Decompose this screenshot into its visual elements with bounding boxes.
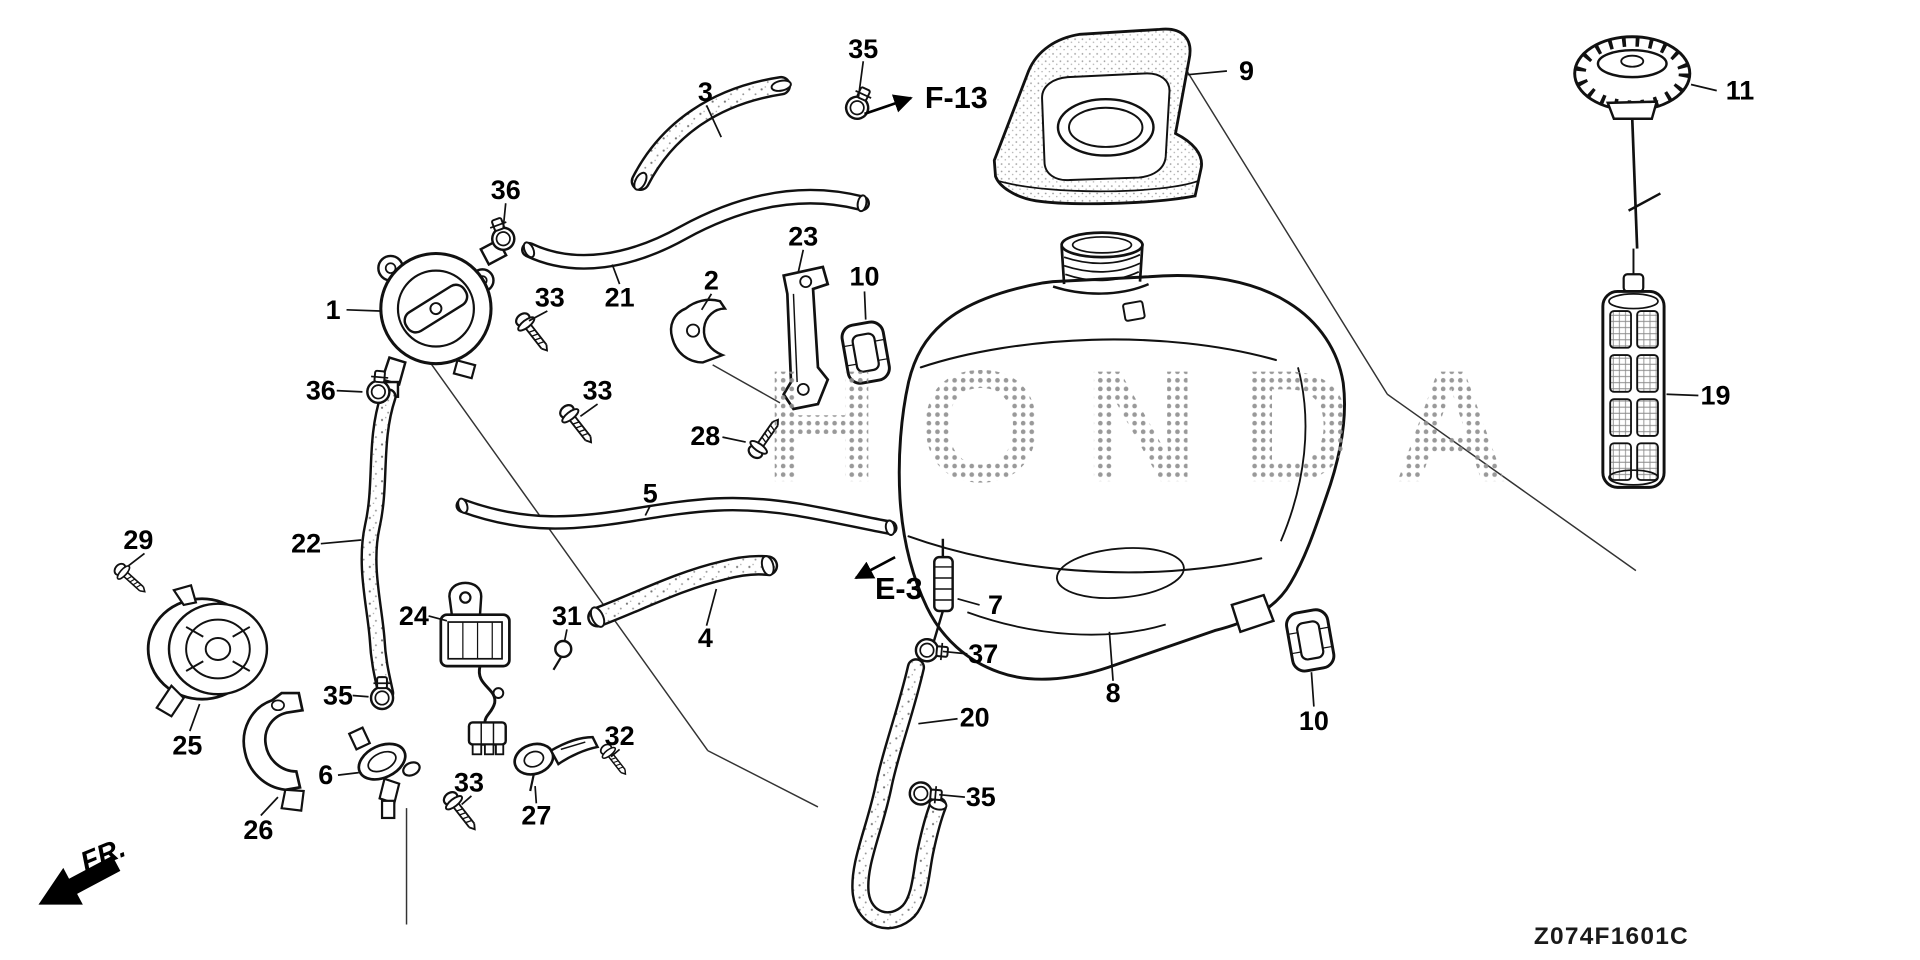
tube-clamp-37 — [913, 637, 950, 665]
watermark: HONDA — [764, 337, 1508, 515]
part-callout-33: 33 — [454, 767, 484, 797]
part-callout-4: 4 — [698, 623, 713, 653]
part-callout-10: 10 — [1299, 706, 1329, 736]
hose-4 — [587, 554, 779, 628]
hose-3 — [630, 75, 792, 192]
part-callout-35: 35 — [966, 782, 996, 812]
part-callout-31: 31 — [552, 601, 582, 631]
part-callout-33: 33 — [583, 376, 613, 406]
part-callout-35: 35 — [323, 681, 353, 711]
part-callout-36: 36 — [491, 175, 521, 205]
diagram-code: Z074F1601C — [1534, 923, 1689, 950]
screw-29 — [110, 559, 152, 599]
hose-22 — [360, 388, 397, 702]
fuel-joint-6 — [347, 726, 421, 820]
fuel-cap — [1573, 35, 1692, 249]
sensor-24 — [439, 581, 511, 756]
fr-direction-arrow: FR. — [38, 832, 130, 905]
tube-clip-2 — [669, 298, 728, 364]
part-callout-7: 7 — [988, 590, 1003, 620]
f13-arrow — [864, 94, 913, 116]
bracket-23 — [782, 265, 830, 411]
part-callout-5: 5 — [643, 478, 658, 508]
view-ref-E-3: E-3 — [875, 572, 923, 606]
tank-filler-neck — [1052, 231, 1150, 322]
tank-top-cover — [992, 27, 1203, 206]
part-callout-25: 25 — [172, 731, 202, 761]
part-callout-21: 21 — [605, 283, 635, 313]
cover-25 — [146, 583, 269, 718]
part-callout-33: 33 — [535, 283, 565, 313]
part-callout-35: 35 — [848, 34, 878, 64]
view-ref-F-13: F-13 — [925, 81, 988, 115]
hose-5 — [455, 496, 898, 537]
lever-27 — [513, 735, 600, 792]
hose-21 — [521, 188, 870, 270]
part-callout-22: 22 — [291, 529, 321, 559]
screw-33-a — [510, 308, 556, 358]
fuel-filter-screen — [1601, 248, 1666, 489]
part-callout-8: 8 — [1106, 678, 1121, 708]
part-callout-3: 3 — [698, 77, 713, 107]
e3-arrow — [854, 555, 896, 580]
part-callout-20: 20 — [960, 703, 990, 733]
part-callout-23: 23 — [788, 221, 818, 251]
part-callout-29: 29 — [123, 525, 153, 555]
outlet-tube — [931, 538, 954, 645]
part-callout-26: 26 — [243, 815, 273, 845]
part-callout-19: 19 — [1701, 381, 1731, 411]
part-callout-11: 11 — [1726, 76, 1754, 106]
part-callout-28: 28 — [690, 421, 720, 451]
callout-leader-lines — [128, 61, 1717, 817]
fr-label: FR. — [76, 832, 130, 878]
grommet-10-right — [1283, 606, 1338, 675]
fuel-valve-assembly — [377, 238, 508, 398]
fuel-tank — [897, 231, 1347, 681]
construction-lines — [405, 36, 1637, 925]
part-callout-6: 6 — [318, 760, 333, 790]
part-callout-24: 24 — [399, 601, 429, 631]
part-callout-9: 9 — [1239, 56, 1254, 86]
part-callout-36: 36 — [306, 376, 336, 406]
part-callout-1: 1 — [326, 295, 341, 325]
part-callout-37: 37 — [968, 639, 998, 669]
hose-20 — [851, 658, 948, 930]
clip-31 — [552, 639, 573, 671]
part-callout-27: 27 — [521, 801, 551, 831]
part-callout-10: 10 — [850, 262, 880, 292]
part-callout-32: 32 — [605, 721, 635, 751]
part-callout-2: 2 — [704, 265, 719, 295]
bracket-26 — [242, 691, 305, 812]
